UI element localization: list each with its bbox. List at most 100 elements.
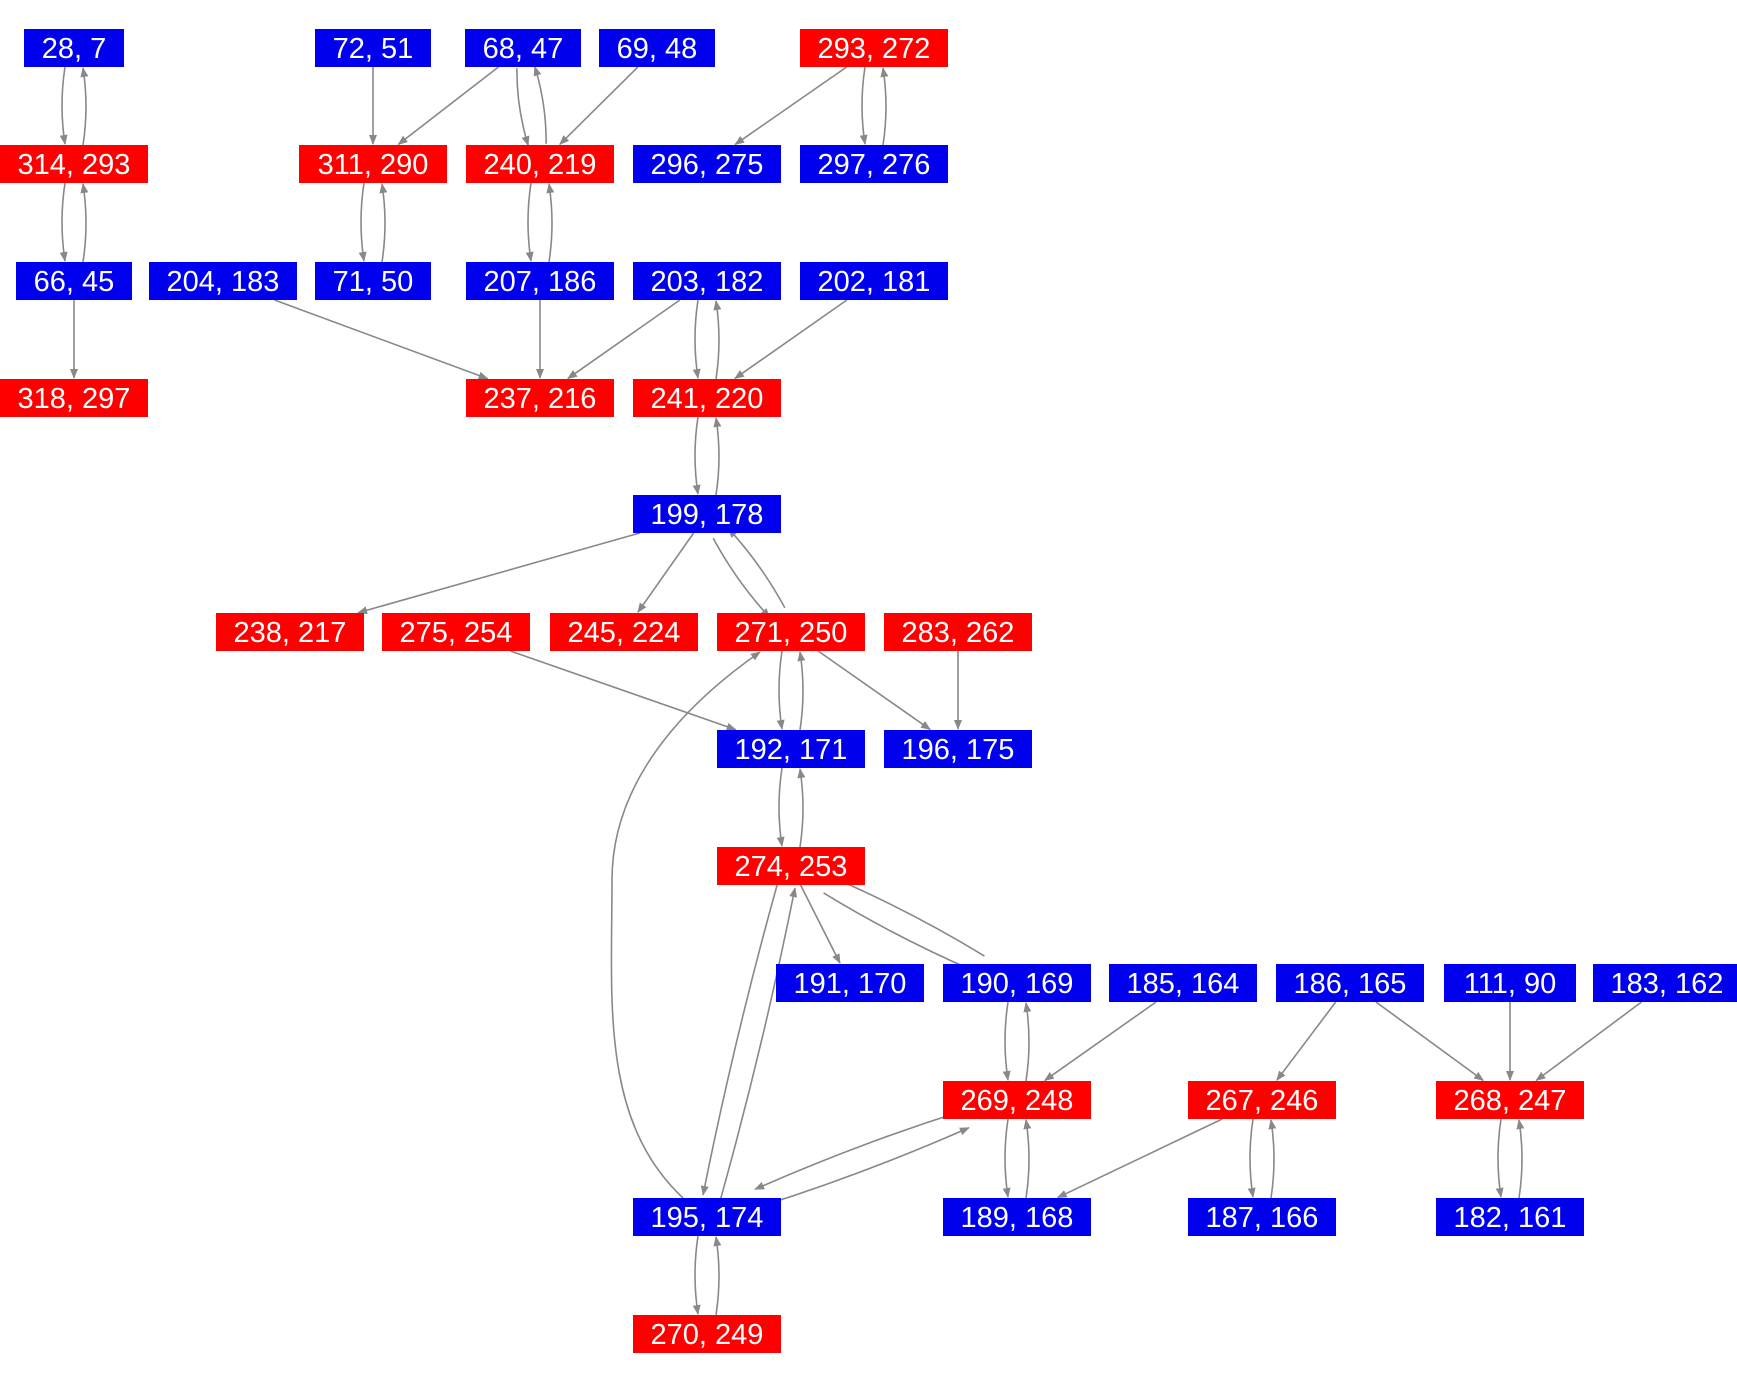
- edge-arrow: [525, 182, 534, 262]
- graph-node: 238, 217: [216, 613, 364, 651]
- edge-arrow: [799, 884, 841, 964]
- node-box: [717, 847, 865, 885]
- graph-node: 190, 169: [943, 964, 1091, 1002]
- node-label: 270, 249: [651, 1319, 764, 1351]
- node-box: [633, 145, 781, 183]
- node-box: [0, 379, 148, 417]
- node-box: [0, 145, 148, 183]
- edge-arrow: [760, 1127, 970, 1208]
- edge-arrow: [692, 1235, 701, 1315]
- node-label: 191, 170: [794, 968, 907, 1000]
- node-label: 296, 275: [651, 149, 764, 181]
- graph-node: 199, 178: [633, 495, 781, 533]
- node-box: [1444, 964, 1576, 1002]
- node-label: 186, 165: [1294, 968, 1407, 1000]
- node-label: 318, 297: [18, 383, 131, 415]
- node-box: [633, 379, 781, 417]
- edge-arrow: [1268, 1119, 1277, 1199]
- node-box: [717, 613, 865, 651]
- node-box: [633, 1198, 781, 1236]
- graph-node: 195, 174: [633, 1198, 781, 1236]
- edge-arrow: [823, 892, 977, 973]
- node-label: 187, 166: [1206, 1202, 1319, 1234]
- graph-node: 182, 161: [1436, 1198, 1584, 1236]
- graph-node: 183, 162: [1593, 964, 1737, 1002]
- graph-node: 245, 224: [550, 613, 698, 651]
- edge-arrow: [692, 416, 701, 495]
- edge-arrow: [59, 182, 68, 262]
- node-box: [884, 730, 1032, 768]
- node-box: [943, 1198, 1091, 1236]
- node-box: [1109, 964, 1257, 1002]
- node-box: [465, 29, 581, 67]
- edge-arrow: [1056, 1118, 1223, 1199]
- node-label: 182, 161: [1454, 1202, 1567, 1234]
- node-label: 185, 164: [1127, 968, 1240, 1000]
- node-label: 238, 217: [234, 617, 347, 649]
- node-label: 204, 183: [167, 266, 280, 298]
- graph-node: 185, 164: [1109, 964, 1257, 1002]
- edge-arrow: [358, 182, 367, 262]
- edge-arrow: [754, 1109, 964, 1190]
- edge-arrow: [610, 651, 761, 1199]
- graph-node: 275, 254: [382, 613, 530, 651]
- graph-node: 28, 7: [24, 29, 124, 67]
- node-label: 297, 276: [818, 149, 931, 181]
- node-box: [633, 495, 781, 533]
- edge-arrow: [713, 417, 722, 496]
- node-box: [315, 262, 431, 300]
- node-label: 189, 168: [961, 1202, 1074, 1234]
- node-label: 240, 219: [484, 149, 597, 181]
- edge-arrow: [776, 767, 785, 847]
- edge-arrow: [797, 651, 806, 731]
- graph-node: 274, 253: [717, 847, 865, 885]
- node-label: 192, 171: [735, 734, 848, 766]
- node-box: [1188, 1081, 1336, 1119]
- node-label: 183, 162: [1611, 968, 1724, 1000]
- edge-arrow: [397, 66, 499, 146]
- node-label: 66, 45: [34, 266, 115, 298]
- graph-node: 237, 216: [466, 379, 614, 417]
- edge-arrow: [734, 66, 848, 146]
- edge-arrow: [1495, 1118, 1504, 1198]
- node-box: [1188, 1198, 1336, 1236]
- edge-arrow: [1043, 1001, 1157, 1082]
- node-label: 269, 248: [961, 1085, 1074, 1117]
- node-label: 72, 51: [333, 33, 414, 65]
- edge-arrow: [1276, 1001, 1337, 1081]
- node-box: [1593, 964, 1737, 1002]
- node-label: 267, 246: [1206, 1085, 1319, 1117]
- graph-node: 204, 183: [149, 262, 297, 300]
- edge-arrow: [637, 532, 695, 613]
- graph-node: 311, 290: [299, 145, 447, 183]
- node-label: 314, 293: [18, 149, 131, 181]
- graph-node: 271, 250: [717, 613, 865, 651]
- graph-node: 189, 168: [943, 1198, 1091, 1236]
- edge-arrow: [1535, 1001, 1642, 1082]
- node-box: [382, 613, 530, 651]
- edge-arrow: [734, 299, 848, 380]
- node-box: [149, 262, 297, 300]
- edge-arrow: [510, 650, 737, 731]
- edge-arrow: [797, 768, 806, 848]
- edge-arrow: [859, 66, 868, 145]
- node-box: [633, 262, 781, 300]
- node-box: [800, 262, 948, 300]
- node-label: 190, 169: [961, 968, 1074, 1000]
- node-label: 69, 48: [617, 33, 698, 65]
- node-label: 196, 175: [902, 734, 1015, 766]
- edge-arrow: [713, 1236, 722, 1316]
- node-box: [466, 145, 614, 183]
- node-label: 111, 90: [1464, 968, 1556, 1000]
- edge-arrow: [817, 650, 931, 731]
- edge-arrow: [80, 67, 89, 146]
- graph-node: 72, 51: [315, 29, 431, 67]
- graph-node: 203, 182: [633, 262, 781, 300]
- edge-arrow: [1023, 1119, 1032, 1199]
- edge-arrow: [1516, 1119, 1525, 1199]
- graph-node: 240, 219: [466, 145, 614, 183]
- node-box: [550, 613, 698, 651]
- edge-arrow: [776, 650, 785, 730]
- node-label: 237, 216: [484, 383, 597, 415]
- node-box: [1436, 1198, 1584, 1236]
